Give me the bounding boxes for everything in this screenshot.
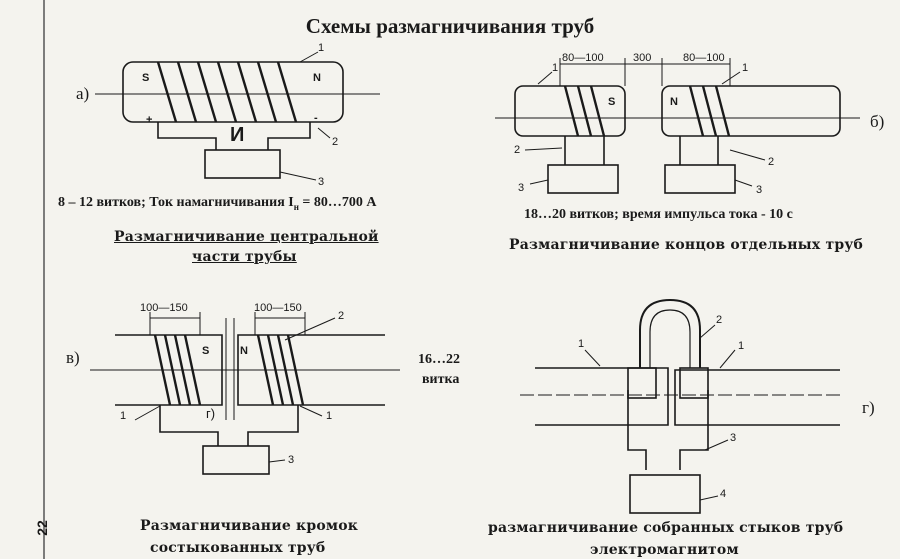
panel-b-drawing <box>495 58 860 194</box>
panel-a-label: а) <box>76 84 90 103</box>
lead-left-a <box>157 122 217 150</box>
pole-s-b: S <box>608 96 616 108</box>
minus-a: - <box>314 112 318 124</box>
source-box-g <box>629 474 701 514</box>
pole-s-a: S <box>142 72 150 84</box>
pole-n-b: N <box>670 96 678 108</box>
caption-v-line1: Размагничивание кромок <box>140 518 359 534</box>
callout-g-1-right: 1 <box>738 340 745 352</box>
pipe-g-left <box>535 367 669 426</box>
dim-b-mid: 300 <box>633 52 652 64</box>
callout-b-3-right: 3 <box>756 184 763 196</box>
pipe-b-right <box>661 85 841 137</box>
pipe-g-right <box>674 369 840 426</box>
caption-g-line1: размагничивание собранных стыков труб <box>488 520 844 536</box>
caption-g-line2: электромагнитом <box>590 542 739 558</box>
gap-label-v: г) <box>206 406 216 421</box>
caption-a-line2: части трубы <box>192 249 297 265</box>
pole-right-g <box>679 367 709 399</box>
caption-v-line2: состыкованных труб <box>150 540 326 556</box>
spec-b: 18…20 витков; время импульса тока - 10 с <box>524 207 793 222</box>
panel-g-drawing <box>520 298 840 514</box>
source-box-a <box>204 149 281 179</box>
dim-b-right: 80—100 <box>683 52 725 64</box>
callout-g-3: 3 <box>730 432 737 444</box>
pole-n-a: N <box>313 72 321 84</box>
callout-v-1-right: 1 <box>326 410 333 422</box>
page-number: 22 <box>33 520 50 536</box>
callout-g-2: 2 <box>716 314 723 326</box>
source-box-b-left <box>547 164 619 194</box>
pole-left-g <box>627 367 657 399</box>
page-title: Схемы размагничивания труб <box>305 14 595 38</box>
callout-v-3: 3 <box>288 454 295 466</box>
plus-a: + <box>146 114 153 126</box>
panel-b-label: б) <box>870 112 885 131</box>
pipe-v-left <box>115 334 223 406</box>
dim-b-left: 80—100 <box>562 52 604 64</box>
panel-v-drawing <box>90 312 400 475</box>
panel-a-drawing <box>95 51 380 181</box>
callout-b-3-left: 3 <box>518 182 525 194</box>
pole-s-v: S <box>202 345 210 357</box>
callout-b-1-left: 1 <box>552 62 559 74</box>
turns-v-line1: 16…22 <box>418 352 460 367</box>
coil-a <box>156 61 298 123</box>
electromagnet-yoke <box>639 298 701 368</box>
source-box-b-right <box>664 164 736 194</box>
callout-g-1-left: 1 <box>578 338 585 350</box>
callout-g-4: 4 <box>720 488 727 500</box>
coil-b-right <box>688 85 731 137</box>
pipe-b-left <box>514 85 626 137</box>
pole-n-v: N <box>240 345 248 357</box>
caption-a-line1: Размагничивание центральной <box>114 229 379 245</box>
callout-b-2-right: 2 <box>768 156 775 168</box>
pipe-v-right <box>237 334 385 406</box>
dim-v-right: 100—150 <box>254 302 302 314</box>
dim-v-left: 100—150 <box>140 302 188 314</box>
pipe-a <box>122 61 344 123</box>
callout-v-2: 2 <box>338 310 345 322</box>
turns-v-line2: витка <box>422 372 460 387</box>
callout-a-3: 3 <box>318 176 325 188</box>
callout-a-2: 2 <box>332 136 339 148</box>
coil-v-right <box>256 334 305 406</box>
source-box-v <box>202 445 270 475</box>
callout-v-1-left: 1 <box>120 410 127 422</box>
coil-b-left <box>563 85 606 137</box>
caption-b: Размагничивание концов отдельных труб <box>509 237 864 253</box>
coil-v-left <box>153 334 202 406</box>
panel-v-label: в) <box>66 348 80 367</box>
callout-b-1-right: 1 <box>742 62 749 74</box>
panel-g-label: г) <box>862 398 875 417</box>
spec-a: 8 – 12 витков; Ток намагничивания Iн = 8… <box>58 195 377 212</box>
lead-right-a <box>267 122 311 150</box>
callout-a-1: 1 <box>318 42 325 54</box>
callout-b-2-left: 2 <box>514 144 521 156</box>
source-symbol-a: И <box>230 124 245 146</box>
